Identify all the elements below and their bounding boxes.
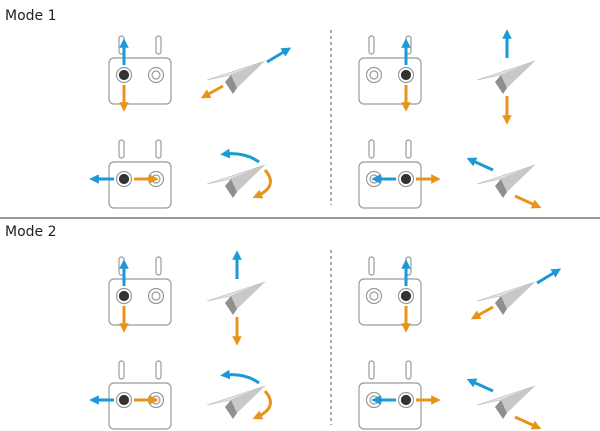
right-stick: [400, 69, 412, 81]
mode-2-panel-right-horizontal: [358, 360, 542, 430]
remote-controller-icon: [108, 278, 172, 326]
backward-arrow-icon: [470, 305, 494, 320]
rotate-left-arrow-icon: [220, 148, 260, 164]
paper-plane-icon: [476, 60, 536, 94]
remote-controller-icon: [358, 57, 422, 105]
remote-controller-icon: [108, 382, 172, 430]
rotate-right-arrow-icon: [252, 169, 272, 199]
rotate-right-arrow-icon: [252, 390, 272, 420]
right-antenna: [155, 256, 162, 276]
paper-plane-icon: [476, 385, 536, 419]
left-antenna: [118, 139, 125, 159]
remote-controller-icon: [358, 278, 422, 326]
mode-2-section: Mode 2: [5, 224, 562, 430]
mode-2-label: Mode 2: [5, 224, 57, 240]
remote-controller-icon: [108, 57, 172, 105]
paper-plane-icon: [476, 164, 536, 198]
right-arrow-icon: [514, 194, 542, 209]
mode-2-panel-left-vertical: [108, 250, 266, 346]
left-stick: [118, 394, 130, 406]
right-arrow-icon: [514, 415, 542, 430]
left-antenna: [368, 256, 375, 276]
left-antenna: [368, 360, 375, 380]
left-stick: [369, 70, 379, 80]
remote-controller-icon: [358, 382, 422, 430]
plane-keel: [225, 400, 237, 419]
plane-right-wing: [501, 386, 535, 413]
right-antenna: [405, 360, 412, 380]
paper-plane-icon: [206, 60, 266, 94]
left-antenna: [368, 139, 375, 159]
backward-arrow-icon: [200, 84, 224, 99]
plane-keel: [495, 75, 507, 94]
left-stick: [369, 291, 379, 301]
mode-1-label: Mode 1: [5, 8, 57, 24]
paper-plane-icon: [206, 164, 266, 198]
right-antenna: [405, 139, 412, 159]
left-antenna: [368, 35, 375, 55]
right-stick: [400, 290, 412, 302]
plane-keel: [495, 296, 507, 315]
plane-right-wing: [231, 61, 265, 88]
plane-right-wing: [231, 282, 265, 309]
left-stick: [118, 69, 130, 81]
left-antenna: [118, 360, 125, 380]
plane-right-wing: [501, 282, 535, 309]
paper-plane-icon: [206, 281, 266, 315]
left-arrow-icon: [466, 157, 494, 172]
plane-keel: [225, 75, 237, 94]
plane-keel: [495, 400, 507, 419]
left-arrow-icon: [466, 378, 494, 393]
plane-keel: [225, 179, 237, 198]
left-stick: [118, 290, 130, 302]
plane-right-wing: [231, 386, 265, 413]
plane-right-wing: [501, 61, 535, 88]
right-stick: [400, 173, 412, 185]
right-stick: [151, 70, 161, 80]
right-antenna: [155, 360, 162, 380]
paper-plane-icon: [206, 385, 266, 419]
right-stick: [400, 394, 412, 406]
mode-2-panel-left-horizontal: [89, 360, 272, 430]
rotate-left-arrow-icon: [220, 369, 260, 385]
plane-keel: [225, 296, 237, 315]
plane-right-wing: [231, 165, 265, 192]
mode-2-panel-right-vertical: [358, 256, 562, 333]
mode-1-panel-left-vertical: [108, 35, 292, 112]
paper-plane-icon: [476, 281, 536, 315]
right-antenna: [155, 139, 162, 159]
mode-1-panel-left-horizontal: [89, 139, 272, 209]
left-stick: [118, 173, 130, 185]
right-antenna: [155, 35, 162, 55]
plane-right-wing: [501, 165, 535, 192]
forward-arrow-icon: [536, 268, 562, 285]
mode-1-panel-right-vertical: [358, 29, 536, 125]
forward-arrow-icon: [266, 47, 292, 64]
mode-1-panel-right-horizontal: [358, 139, 542, 209]
remote-controller-icon: [358, 161, 422, 209]
remote-controller-icon: [108, 161, 172, 209]
right-stick: [151, 291, 161, 301]
plane-keel: [495, 179, 507, 198]
mode-1-section: Mode 1: [5, 8, 542, 209]
